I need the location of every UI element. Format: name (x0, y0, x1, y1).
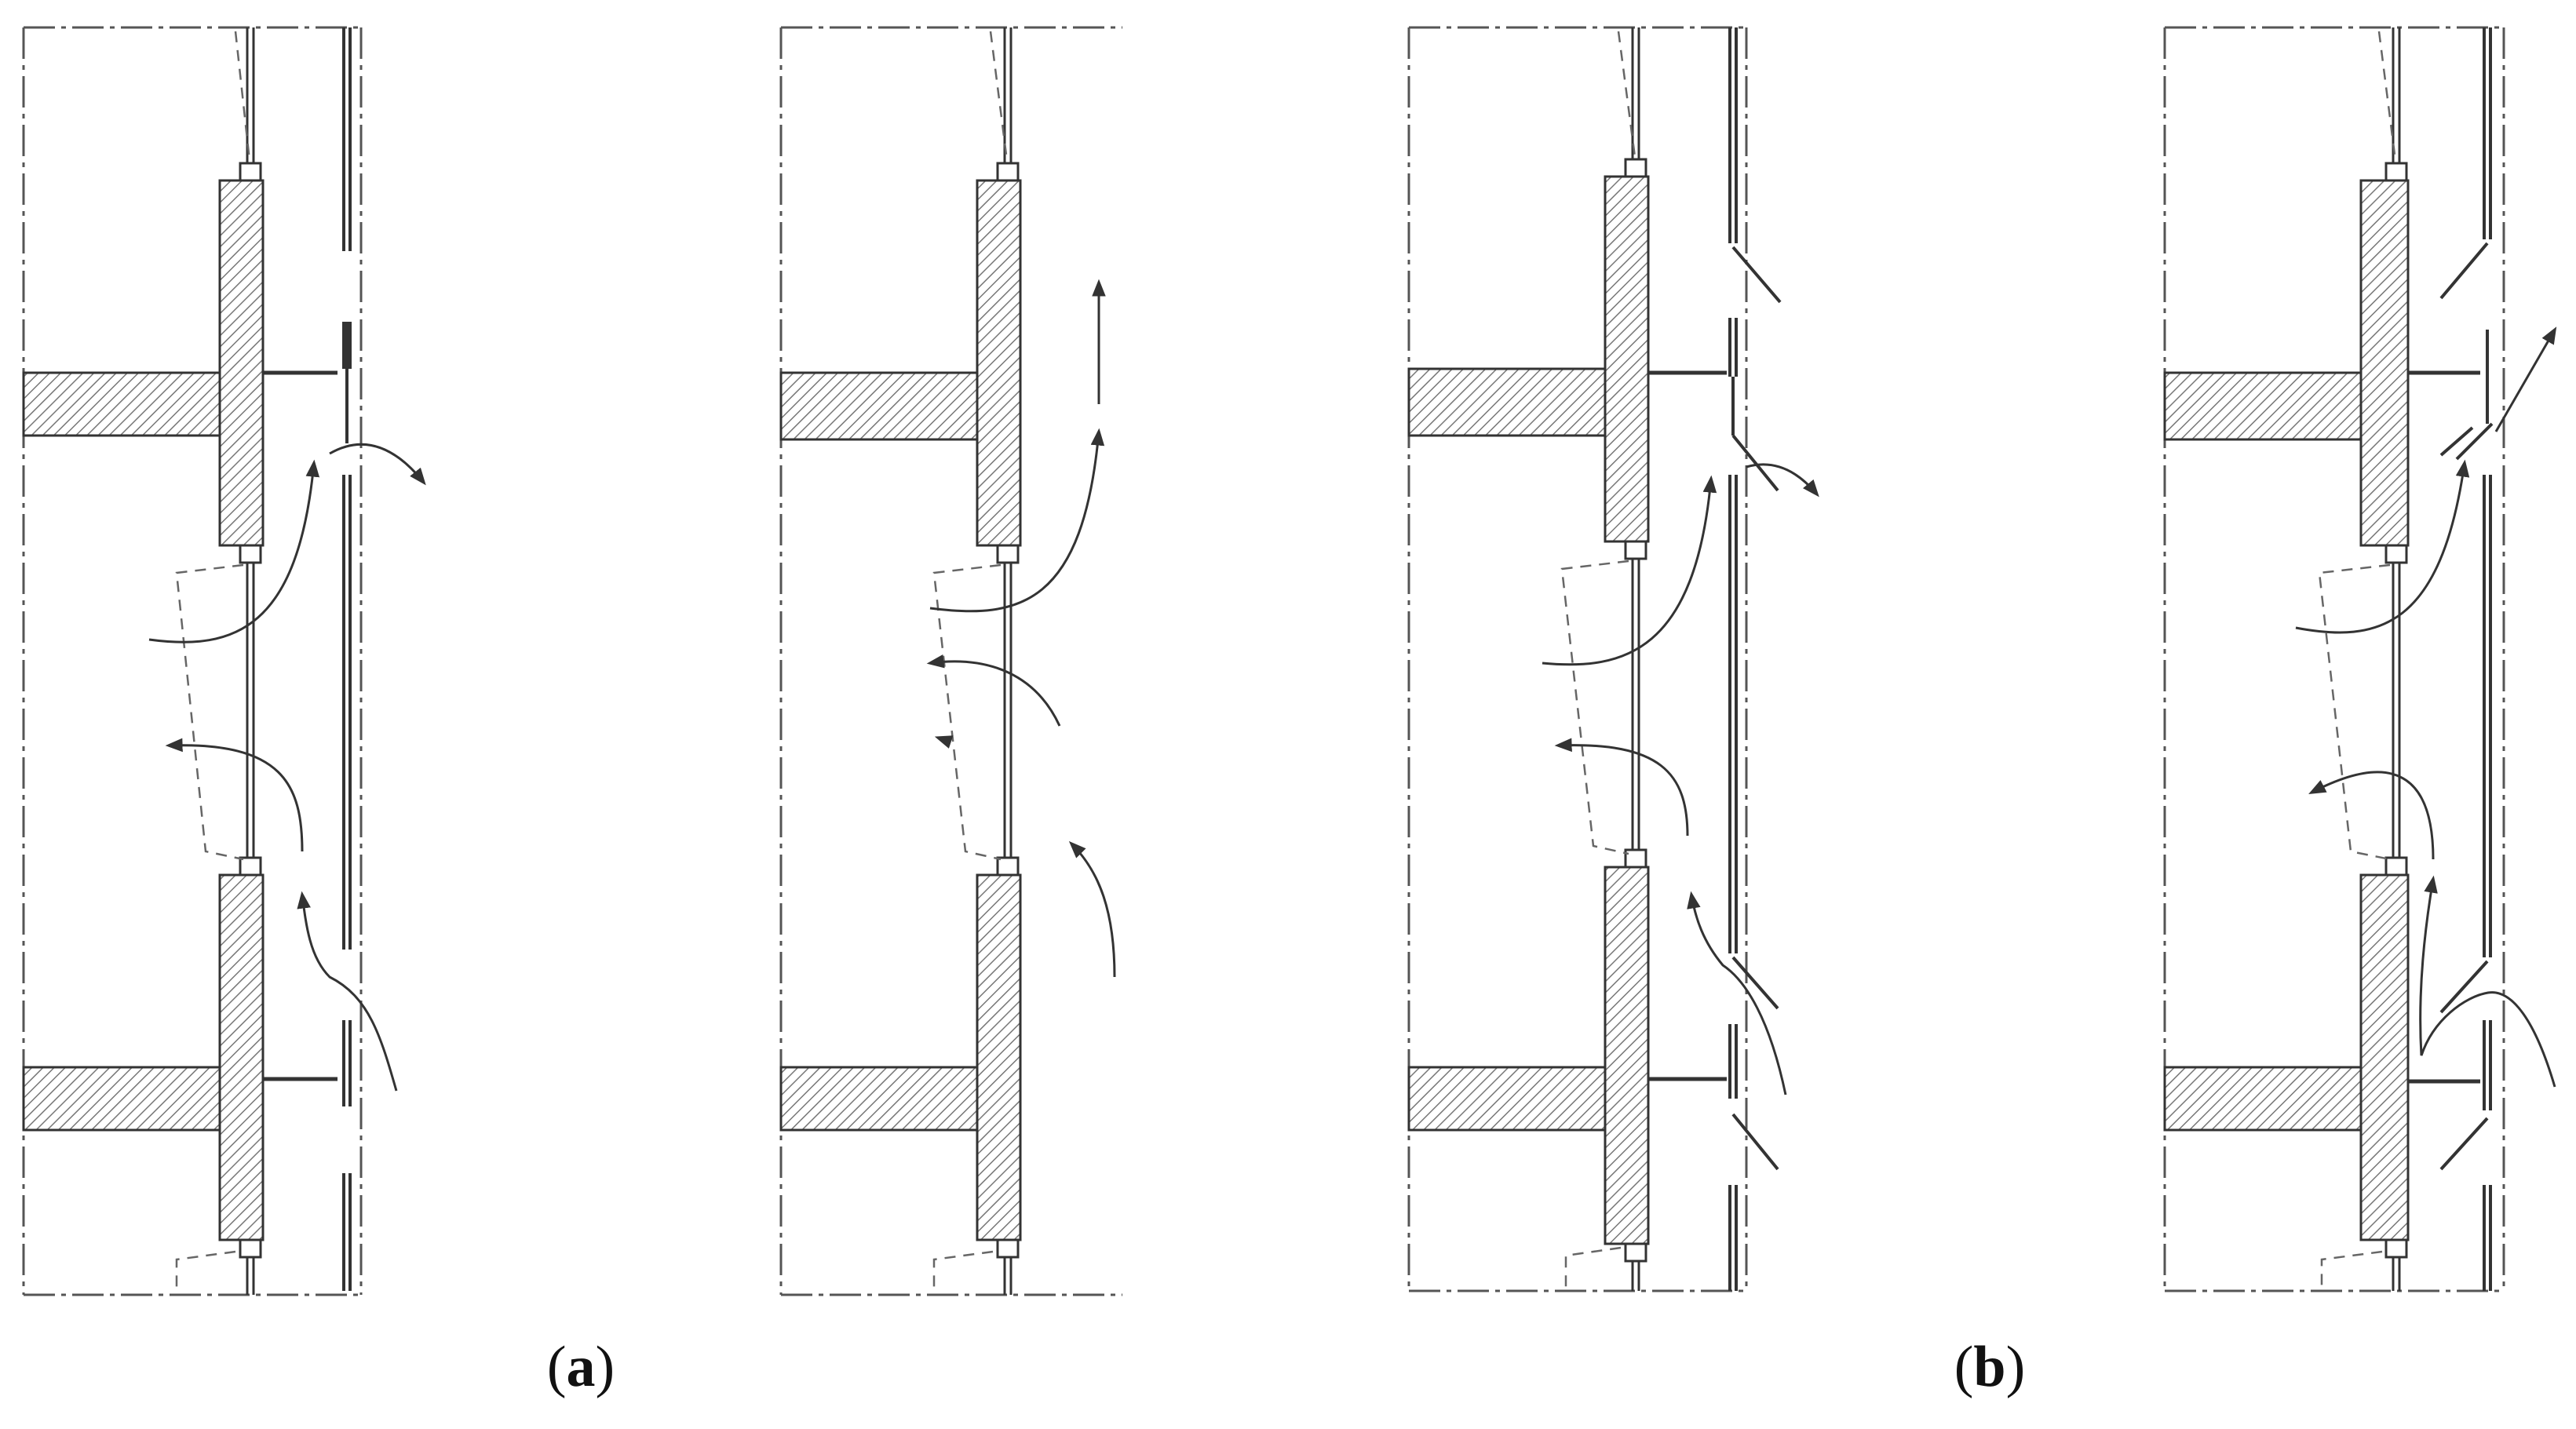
panel-a1 (22, 26, 426, 1296)
panel-b2 (2163, 26, 2557, 1292)
spandrel-wall-upper (218, 179, 265, 547)
floor-slab-lower (22, 1066, 221, 1132)
caption-b: (b) (1954, 1335, 2026, 1399)
spandrel-wall-lower (218, 873, 265, 1241)
floor-slab-upper (22, 371, 221, 437)
panel-a2 (779, 26, 1122, 1296)
panel-b1 (1407, 26, 1819, 1292)
caption-a: (a) (546, 1335, 615, 1399)
